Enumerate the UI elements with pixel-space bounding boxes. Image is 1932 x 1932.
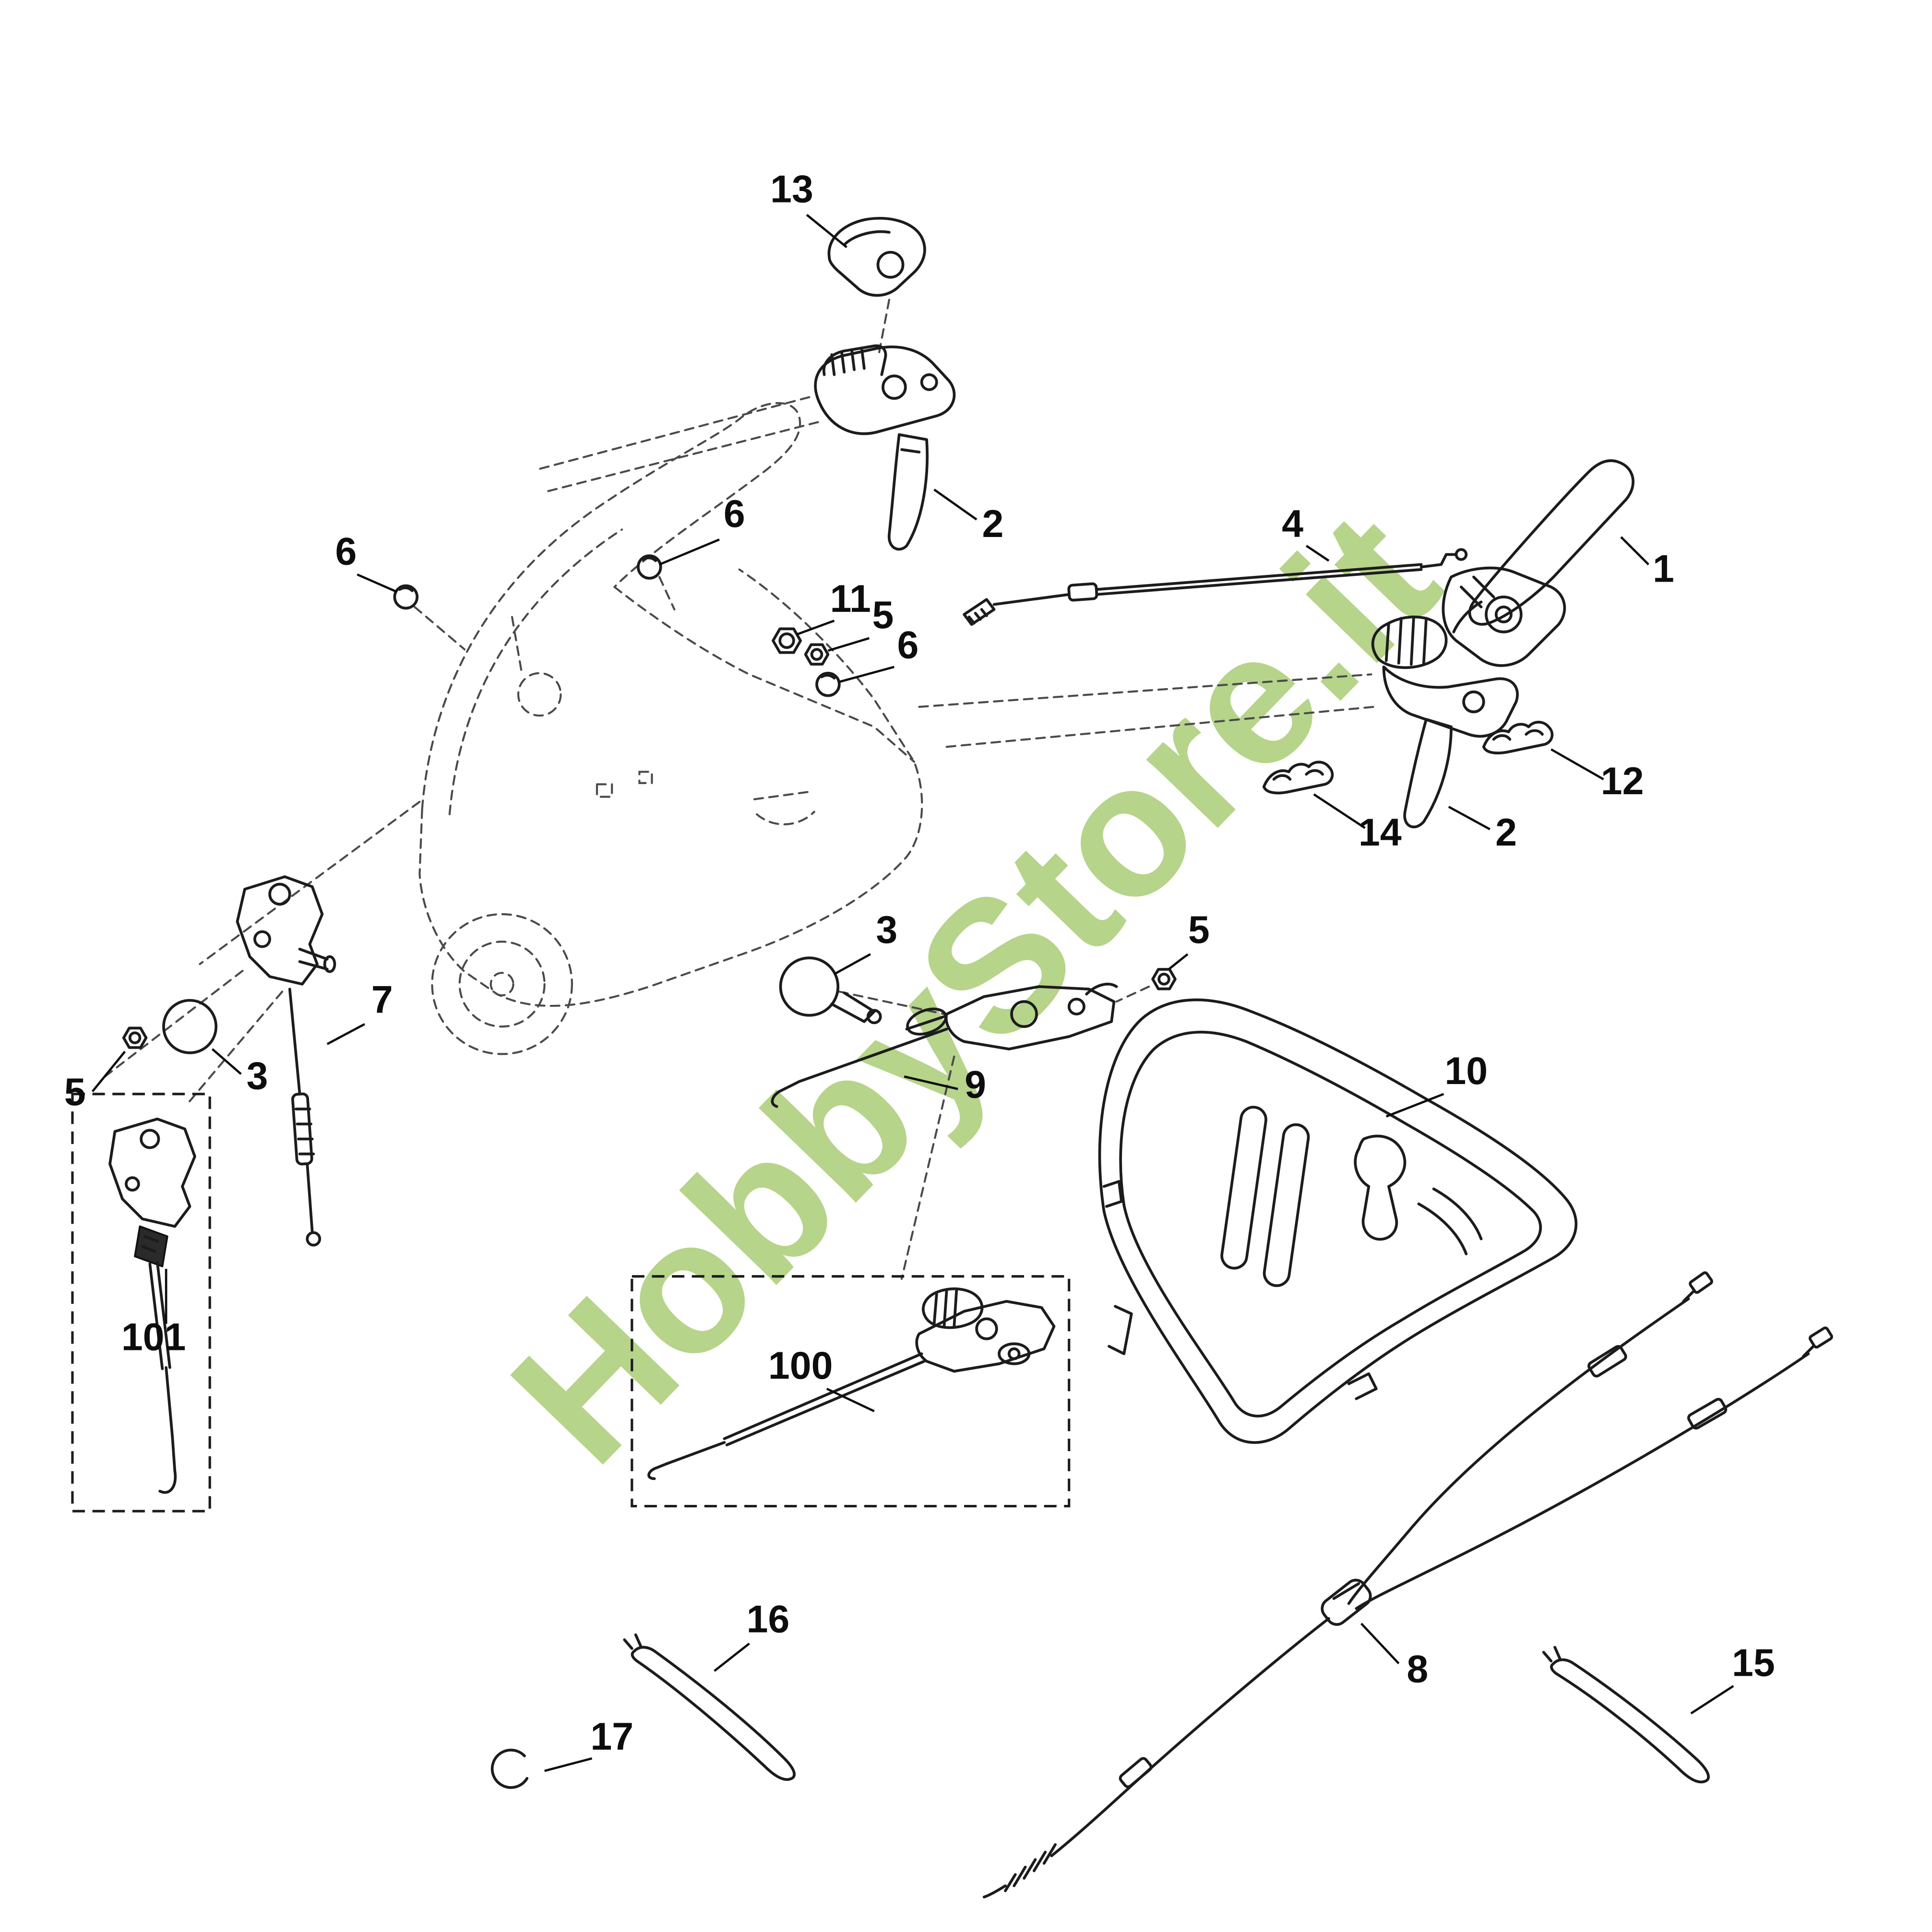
part-label-2b: 2 (1495, 811, 1517, 854)
part-label-5b: 5 (1188, 908, 1210, 952)
part-label-12: 12 (1601, 760, 1644, 803)
part-7-rod (288, 988, 322, 1247)
part-17-clip (490, 1749, 529, 1789)
part-label-5a: 5 (872, 594, 894, 637)
part-label-2a: 2 (982, 502, 1004, 546)
leader-line-3a (834, 953, 871, 975)
part-label-8: 8 (1407, 1648, 1428, 1691)
part-101-cable-bracket (108, 1117, 196, 1494)
leader-line-6c (839, 666, 894, 683)
leader-line-6a (357, 573, 398, 593)
part-6-ball-mid (636, 554, 662, 580)
part-100-box (631, 1275, 1071, 1508)
part-label-17: 17 (590, 1715, 633, 1758)
part-16-strap (623, 1633, 796, 1781)
part-label-6b: 6 (724, 492, 745, 536)
leader-line-10 (1385, 1093, 1444, 1118)
part-label-3b: 3 (247, 1054, 268, 1097)
part-label-6c: 6 (897, 623, 919, 667)
part-2-top-lever (814, 344, 956, 551)
part-label-101: 101 (121, 1315, 186, 1359)
part-3-center-knob (779, 956, 882, 1025)
leader-line-9 (904, 1075, 958, 1090)
part-label-10: 10 (1444, 1049, 1488, 1093)
part-101-box (71, 1093, 211, 1513)
part-9-rod-bracket (771, 982, 1118, 1108)
part-label-15: 15 (1732, 1641, 1775, 1684)
part-5-nut-mid (804, 643, 830, 666)
part-14-clip (1262, 761, 1334, 795)
part-label-1: 1 (1653, 548, 1674, 591)
part-label-11: 11 (830, 577, 871, 620)
part-label-4: 4 (1282, 502, 1303, 546)
part-5-nut-left (122, 1026, 148, 1049)
part-5-nut-right (1151, 968, 1177, 990)
leader-line-1 (1620, 536, 1649, 565)
assembly-guide-lines (104, 298, 1375, 1280)
part-label-5c: 5 (64, 1071, 86, 1114)
mower-silhouette (418, 402, 923, 1055)
leader-line-8 (1360, 1622, 1400, 1665)
leader-line-3b (211, 1048, 242, 1075)
leader-line-5b (1168, 953, 1189, 970)
part-10-panel (1098, 998, 1578, 1444)
part-15-strap (1542, 1646, 1710, 1784)
part-8-cable (982, 1271, 1833, 1898)
part-label-16: 16 (747, 1598, 790, 1641)
part-label-13: 13 (770, 168, 813, 211)
part-label-100: 100 (768, 1344, 833, 1387)
leader-line-100 (826, 1387, 875, 1412)
leader-line-11 (796, 620, 835, 636)
part-13-cap (827, 217, 926, 297)
leader-line-4 (1305, 545, 1330, 562)
part-4-cable (963, 548, 1468, 626)
part-label-14: 14 (1359, 811, 1402, 854)
part-label-9: 9 (965, 1063, 986, 1107)
leader-line-5c (91, 1050, 126, 1093)
part-1-handle-lever (1442, 459, 1634, 667)
part-2-right-lever (1371, 615, 1519, 828)
part-6-ball-left (393, 584, 419, 610)
part-label-3a: 3 (876, 908, 897, 952)
leader-line-2b (1448, 806, 1491, 831)
part-label-7: 7 (371, 978, 393, 1022)
part-12-clip (1482, 721, 1554, 754)
leader-line-14 (1313, 793, 1366, 829)
leader-line-7 (326, 1023, 366, 1045)
part-label-6a: 6 (335, 530, 357, 573)
watermark-text: HobbyStore.it (472, 473, 1477, 1502)
leader-line-6b (659, 538, 720, 566)
leader-line-5a (827, 637, 870, 652)
leader-line-13 (806, 214, 847, 249)
leader-line-12 (1550, 748, 1604, 780)
left-bracket-assembly (236, 875, 336, 986)
leader-line-17 (544, 1757, 593, 1772)
leader-line-2a (933, 489, 978, 521)
part-6-ball-low (815, 671, 841, 697)
leader-line-16 (714, 1642, 750, 1672)
part-100-cable-bracket (647, 1287, 1056, 1480)
part-3-left-knob (162, 999, 218, 1054)
part-11-nut (772, 627, 802, 654)
leader-line-15 (1690, 1685, 1734, 1715)
